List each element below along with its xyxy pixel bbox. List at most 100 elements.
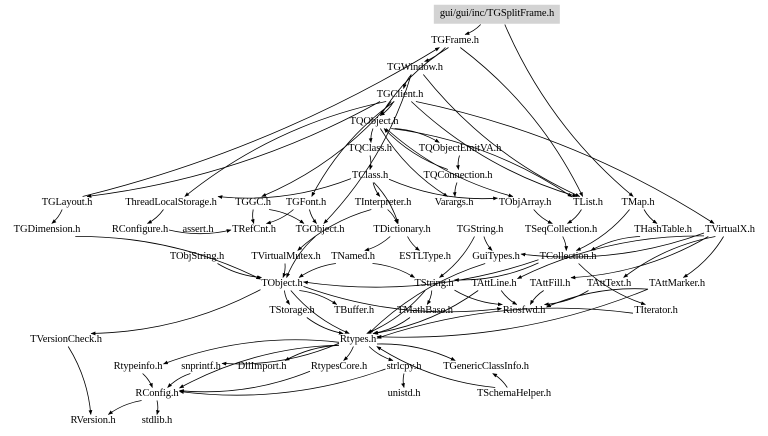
edge-tvirtualx-to-tattfill (570, 236, 709, 280)
edge-tnamed-to-tstring (372, 263, 415, 278)
node-tqobject[interactable]: TQObject.h (349, 115, 399, 127)
node-tdictionary[interactable]: TDictionary.h (373, 223, 431, 235)
node-tqobjectemitva[interactable]: TQObjectEmitVA.h (418, 142, 502, 154)
edge-tglayout-to-tgframe (82, 47, 440, 197)
node-tstring[interactable]: TString.h (414, 277, 454, 289)
edge-tvirtualmutex-to-tobject (282, 263, 287, 278)
node-tcollection[interactable]: TCollection.h (539, 250, 597, 262)
edge-tdictionary-to-estltype (407, 236, 420, 251)
edge-tgobject-to-tobject (286, 236, 316, 278)
edge-tcollection-to-tstring (454, 262, 539, 282)
edge-titerator-to-rtypes (376, 307, 634, 339)
node-tobject[interactable]: TObject.h (261, 277, 303, 289)
edge-root-to-tmap (504, 24, 634, 197)
edge-tvirtualx-to-guitypes (520, 232, 705, 258)
edge-tgclient-to-tggc (261, 101, 392, 197)
edge-tattline-to-riosfwd (500, 290, 518, 305)
edge-tglayout-to-tgdimension (51, 209, 63, 224)
node-tseqcollection[interactable]: TSeqCollection.h (524, 223, 598, 235)
edge-tclass-to-tinterpreter (372, 182, 381, 197)
edge-tgwindow-to-tgobject (323, 74, 412, 224)
node-tobjstring[interactable]: TObjString.h (169, 250, 225, 262)
edge-tqobjectemitva-to-tqconnection (455, 155, 460, 170)
node-tmathbase[interactable]: TMathBase.h (397, 304, 453, 316)
node-tgclient[interactable]: TGClient.h (376, 88, 424, 100)
edge-tgstring-to-guitypes (483, 236, 493, 251)
node-rconfig[interactable]: RConfig.h (135, 387, 179, 399)
node-tinterpreter[interactable]: TInterpreter.h (354, 196, 412, 208)
node-tgframe[interactable]: TGFrame.h (431, 34, 479, 46)
edge-rtypes-to-rtypeinfo (163, 339, 340, 365)
node-tmap[interactable]: TMap.h (621, 196, 655, 208)
edge-tmap-to-tcollection (575, 209, 630, 251)
node-assert[interactable]: assert.h (182, 223, 214, 235)
node-tqconnection[interactable]: TQConnection.h (423, 169, 493, 181)
node-tvirtualx[interactable]: TVirtualX.h (705, 223, 755, 235)
edge-tobjstring-to-tobject (217, 263, 262, 280)
edge-tattmarker-to-rtypes (376, 288, 649, 339)
edge-tschemahelper-to-rtypes (376, 346, 496, 388)
node-root-tgsplitframe[interactable]: gui/gui/inc/TGSplitFrame.h (433, 4, 561, 24)
node-tgobject[interactable]: TGObject.h (295, 223, 345, 235)
node-rtypes[interactable]: Rtypes.h (339, 333, 377, 345)
node-varargs[interactable]: Varargs.h (434, 196, 474, 208)
edge-tggc-to-trefcnt (250, 209, 255, 224)
node-tglayout[interactable]: TGLayout.h (41, 196, 93, 208)
edge-rconfigure-to-trefcnt (168, 229, 232, 235)
edge-tobject-to-tstorage (284, 290, 290, 305)
node-tversioncheck[interactable]: TVersionCheck.h (30, 333, 102, 345)
edge-rtypes-to-rconfig (179, 344, 340, 389)
node-rtypeinfo[interactable]: Rtypeinfo.h (113, 360, 163, 372)
edge-tobject-to-riosfwd (303, 286, 502, 313)
edge-strlcpy-to-rconfig (179, 368, 386, 396)
node-tggc[interactable]: TGGC.h (235, 196, 271, 208)
node-tlist[interactable]: TList.h (573, 196, 603, 208)
node-rversion[interactable]: RVersion.h (70, 414, 116, 426)
node-tattfill[interactable]: TAttFill.h (529, 277, 571, 289)
node-guitypes[interactable]: GuiTypes.h (472, 250, 520, 262)
node-strlcpy[interactable]: strlcpy.h (386, 360, 422, 372)
node-tclass[interactable]: TClass.h (351, 169, 389, 181)
edge-tclass-to-threadlocalstorage (217, 178, 352, 199)
node-dllimport[interactable]: DllImport.h (237, 360, 287, 372)
node-thashtable[interactable]: THashTable.h (634, 223, 692, 235)
edge-tvirtualx-to-tattline (517, 235, 705, 279)
edge-tmap-to-thashtable (643, 209, 658, 224)
node-tattmarker[interactable]: TAttMarker.h (649, 277, 705, 289)
node-rtypescore[interactable]: RtypesCore.h (310, 360, 368, 372)
edge-tvirtualx-to-tatttext (623, 236, 716, 278)
node-tgwindow[interactable]: TGWindow.h (387, 61, 443, 73)
node-titerator[interactable]: TIterator.h (634, 304, 678, 316)
node-tgstring[interactable]: TGString.h (456, 223, 504, 235)
node-snprintf[interactable]: snprintf.h (181, 360, 221, 372)
edge-tgclient-to-tglayout (86, 101, 381, 198)
node-threadlocalstorage[interactable]: ThreadLocalStorage.h (125, 196, 217, 208)
node-trefcnt[interactable]: TRefCnt.h (232, 223, 276, 235)
node-tgfont[interactable]: TGFont.h (285, 196, 327, 208)
node-tobjarray[interactable]: TObjArray.h (498, 196, 552, 208)
node-stdlib[interactable]: stdlib.h (141, 414, 173, 426)
node-riosfwd[interactable]: Riosfwd.h (502, 304, 546, 316)
edge-tschemahelper-to-tgenericclassinfo (492, 373, 508, 388)
node-tschemahelper[interactable]: TSchemaHelper.h (476, 387, 552, 399)
node-tbuffer[interactable]: TBuffer.h (333, 304, 375, 316)
node-estltype[interactable]: ESTLType.h (399, 250, 451, 262)
node-tstorage[interactable]: TStorage.h (269, 304, 315, 316)
node-tgdimension[interactable]: TGDimension.h (13, 223, 81, 235)
edge-tdictionary-to-tnamed (364, 236, 391, 252)
node-tgenericclassinfo[interactable]: TGenericClassInfo.h (443, 360, 529, 372)
node-tattline[interactable]: TAttLine.h (471, 277, 517, 289)
node-tnamed[interactable]: TNamed.h (331, 250, 375, 262)
edge-tcollection-to-tobject (303, 259, 539, 288)
node-tatttext[interactable]: TAttText.h (586, 277, 632, 289)
edge-tqobject-to-tlist (391, 128, 573, 198)
node-unistd[interactable]: unistd.h (387, 387, 421, 399)
edge-tstring-to-tmathbase (426, 290, 433, 305)
edge-rtypes-to-rtypescore (343, 346, 354, 361)
edge-tqobject-to-tobjarray (385, 128, 514, 198)
node-rconfigure[interactable]: RConfigure.h (111, 223, 169, 235)
edge-tgwindow-to-tlist (422, 74, 581, 197)
edge-tgstring-to-tstring (439, 236, 475, 278)
node-tqclass[interactable]: TQClass.h (348, 142, 392, 154)
node-tvirtualmutex[interactable]: TVirtualMutex.h (251, 250, 321, 262)
